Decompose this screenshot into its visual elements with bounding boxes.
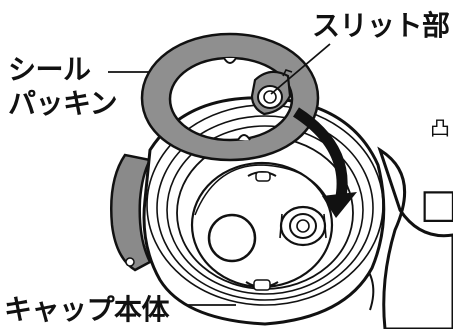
- seal-label-line2: パッキン: [8, 87, 118, 120]
- seal-packing: [140, 32, 320, 162]
- seal-label-line1: シール: [8, 53, 91, 86]
- cap-body-label: キャップ本体: [4, 293, 170, 326]
- edge-box: □: [420, 181, 453, 227]
- edge-glyph: 凸: [430, 116, 450, 140]
- slit-label: スリット部: [312, 9, 450, 42]
- leader-slit: [270, 43, 331, 95]
- insert-arrow: [292, 107, 357, 218]
